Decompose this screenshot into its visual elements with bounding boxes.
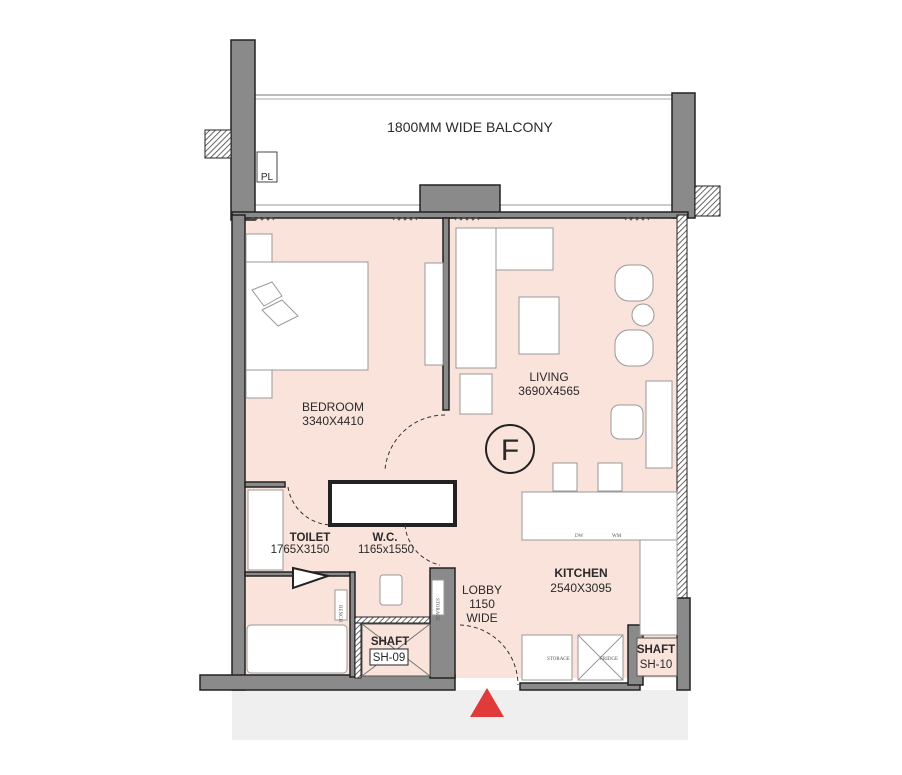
svg-text:BENCH: BENCH xyxy=(337,605,342,622)
svg-text:STORAGE: STORAGE xyxy=(547,657,570,662)
svg-text:DW: DW xyxy=(575,534,584,539)
pl-label: PL xyxy=(261,172,274,183)
window-curtains xyxy=(249,217,650,221)
toilet-label: TOILET xyxy=(290,532,331,544)
bedroom-size: 3340X4410 xyxy=(302,414,364,428)
toilet-size: 1765X3150 xyxy=(271,544,330,556)
bar-stool xyxy=(552,462,578,492)
balcony: 1800MM WIDE BALCONY PL xyxy=(255,94,672,206)
armchairs xyxy=(610,264,655,440)
bed xyxy=(245,233,369,399)
shaft-sh-10: SHAFT SH-10 xyxy=(636,637,678,677)
unit-marker-label: F xyxy=(501,434,519,467)
unit-marker-circle xyxy=(485,424,535,474)
entry-arrow-icon xyxy=(470,688,504,717)
lobby-width: 1150 xyxy=(469,597,495,611)
pl-box xyxy=(256,151,278,183)
console-table xyxy=(645,380,673,469)
bar-stool xyxy=(597,462,623,492)
balcony-label: 1800MM WIDE BALCONY xyxy=(387,119,553,135)
svg-text:WM: WM xyxy=(612,534,622,539)
kitchen-label: KITCHEN xyxy=(554,566,607,580)
kitchen-size: 2540X3095 xyxy=(550,581,612,595)
living-label: LIVING xyxy=(529,370,568,384)
sofa xyxy=(455,227,554,415)
door-swings xyxy=(287,414,519,686)
svg-text:FRIDGE: FRIDGE xyxy=(600,657,618,662)
wardrobe xyxy=(424,262,444,366)
bedroom-label: BEDROOM xyxy=(302,400,364,414)
coffee-table xyxy=(518,296,560,355)
lobby-label: LOBBY xyxy=(462,583,502,597)
svg-text:SH-09: SH-09 xyxy=(373,652,406,664)
shaft-sh-09: SHAFT SH-09 xyxy=(361,623,431,677)
svg-text:SHAFT: SHAFT xyxy=(371,636,409,648)
bathroom-fixtures: BENCH STORAGE xyxy=(246,489,445,674)
lobby-wide: WIDE xyxy=(466,611,497,625)
exterior-corridor xyxy=(232,690,688,740)
walls xyxy=(199,39,721,691)
svg-text:SH-10: SH-10 xyxy=(640,659,673,671)
wc-label: W.C. xyxy=(373,532,398,544)
svg-text:SHAFT: SHAFT xyxy=(637,644,675,656)
living-size: 3690X4565 xyxy=(518,384,580,398)
wc-size: 1165x1550 xyxy=(358,544,414,556)
kitchen-counter: DW WM STORAGE FRIDGE xyxy=(521,491,678,681)
svg-text:STORAGE: STORAGE xyxy=(434,598,439,621)
